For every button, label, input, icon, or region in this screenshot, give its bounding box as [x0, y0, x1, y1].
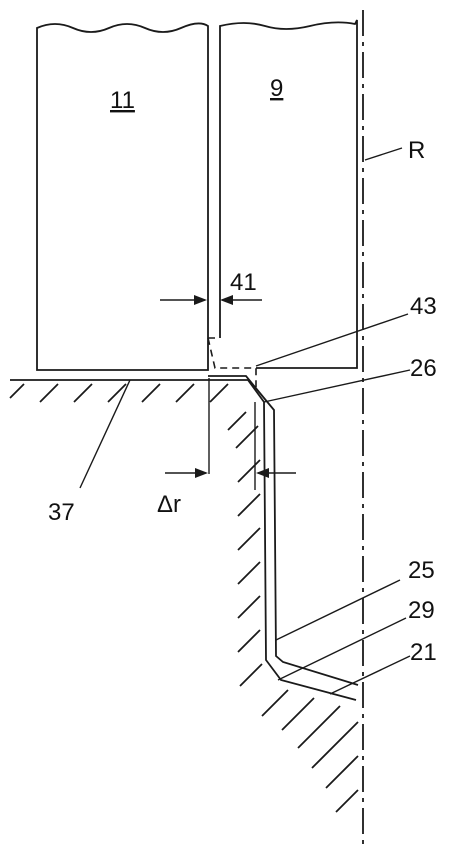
delta-r-arrowhead-left — [195, 468, 208, 478]
hatching-bore-wall — [227, 411, 263, 687]
label-ref-29: 29 — [408, 597, 435, 624]
leader-43 — [255, 313, 409, 367]
leader-25 — [275, 579, 401, 641]
chamfer-43-dashed — [207, 337, 257, 390]
delta-r-arrowhead-right — [256, 468, 269, 478]
block-11-outline — [36, 22, 209, 371]
leader-21 — [329, 655, 411, 695]
label-delta-r: Δr — [157, 491, 181, 518]
block-9-outline — [219, 19, 358, 369]
label-part-11: 11 — [110, 87, 135, 114]
label-part-9: 9 — [270, 75, 283, 102]
label-ref-41: 41 — [230, 269, 257, 296]
label-ref-43: 43 — [410, 293, 437, 320]
workpiece-profile-inner — [208, 375, 359, 686]
label-axis-r: R — [408, 137, 425, 164]
label-ref-25: 25 — [408, 557, 435, 584]
hatching-top-surface — [9, 383, 229, 403]
leader-37 — [79, 379, 131, 489]
workpiece-profile-outer — [221, 379, 357, 701]
leader-26 — [263, 369, 411, 403]
dim-41-arrowhead-left — [194, 295, 207, 305]
label-ref-26: 26 — [410, 355, 437, 382]
label-ref-37: 37 — [48, 499, 75, 526]
hatching-bottom — [261, 689, 359, 813]
leader-r — [364, 147, 403, 161]
dim-41-arrowhead-right — [220, 295, 233, 305]
label-ref-21: 21 — [410, 639, 437, 666]
leader-29 — [277, 617, 407, 681]
